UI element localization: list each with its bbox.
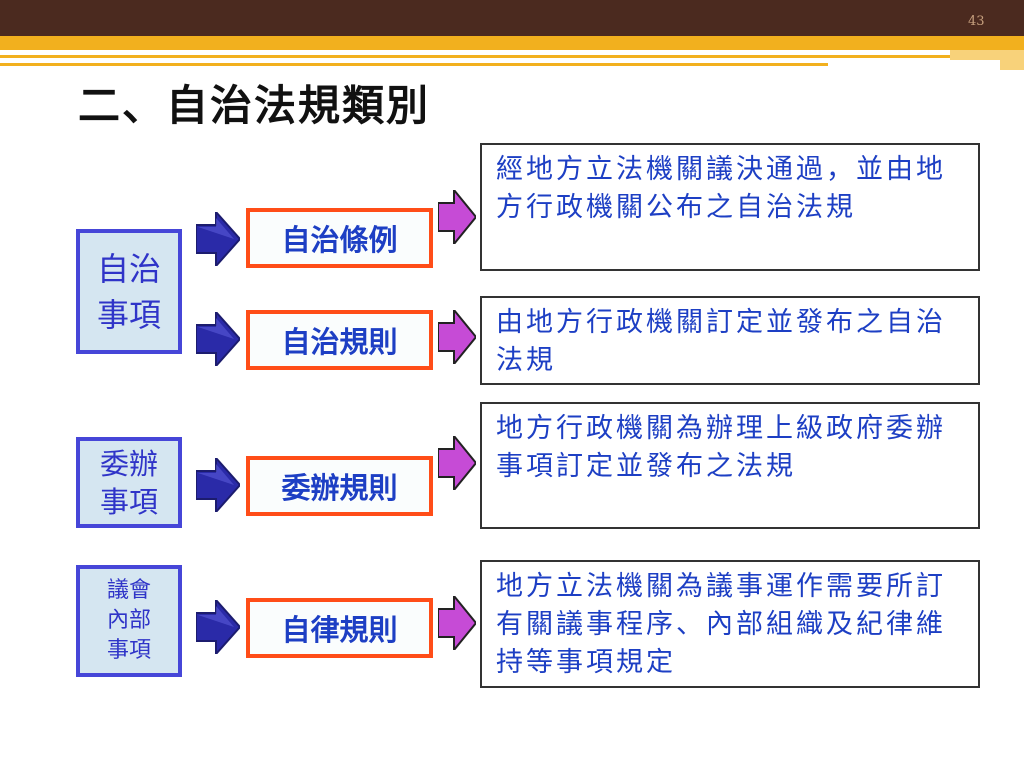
page-number: 43 [968, 14, 985, 29]
header-accent [1000, 60, 1024, 70]
category-label: 委辦事項 [99, 446, 158, 519]
rule-type-delegated-regulation: 委辦規則 [246, 456, 433, 516]
category-label: 自治事項 [96, 249, 161, 334]
header-bar-gold [0, 36, 1024, 50]
rule-type-discipline-regulation: 自律規則 [246, 598, 433, 658]
category-box-delegated: 委辦事項 [76, 437, 182, 528]
category-box-council-internal: 議會內部事項 [76, 565, 182, 677]
category-label: 議會內部事項 [106, 578, 151, 663]
block-arrow-right-icon [438, 310, 476, 364]
description-box: 地方立法機關為議事運作需要所訂有關議事程序、內部組織及紀律維持等事項規定 [480, 560, 980, 688]
description-box: 經地方立法機關議決通過，並由地方行政機關公布之自治法規 [480, 143, 980, 271]
block-arrow-right-icon [196, 600, 240, 654]
description-box: 由地方行政機關訂定並發布之自治法規 [480, 296, 980, 385]
rule-type-ordinance: 自治條例 [246, 208, 433, 268]
block-arrow-right-icon [196, 458, 240, 512]
block-arrow-right-icon [438, 190, 476, 244]
block-arrow-right-icon [438, 596, 476, 650]
header-accent [950, 50, 1024, 60]
category-box-self-governance: 自治事項 [76, 229, 182, 354]
block-arrow-right-icon [196, 312, 240, 366]
slide-title: 二、自治法規類別 [78, 81, 431, 130]
block-arrow-right-icon [196, 212, 240, 266]
rule-type-self-regulation: 自治規則 [246, 310, 433, 370]
description-box: 地方行政機關為辦理上級政府委辦事項訂定並發布之法規 [480, 402, 980, 529]
header-rule [0, 55, 950, 58]
header-rule [0, 63, 828, 66]
block-arrow-right-icon [438, 436, 476, 490]
header-bar-dark [0, 0, 1024, 36]
